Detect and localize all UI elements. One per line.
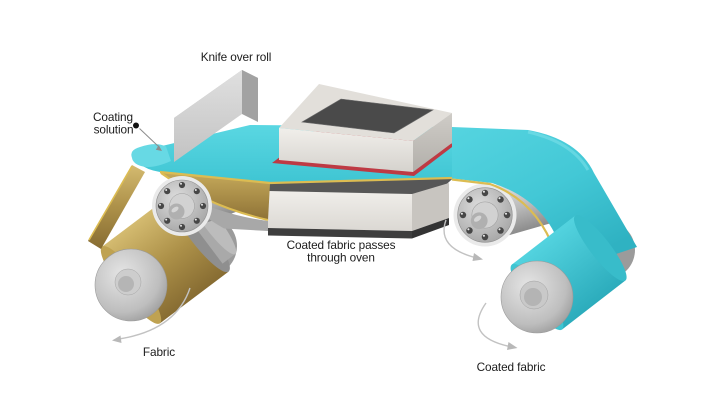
knife-side-face: [242, 70, 258, 122]
oven-top-front-face: [279, 128, 413, 172]
oven-bottom-base-right: [412, 218, 449, 239]
fabric-strip-edge: [88, 165, 133, 241]
coating-knife: [174, 70, 258, 162]
oven-bottom-base-front: [268, 228, 412, 239]
coated-fabric-label: Coated fabric: [477, 360, 546, 374]
knife-front-face: [174, 70, 242, 162]
rotation-arrows: [118, 219, 513, 348]
fabric-underside-edge: [159, 170, 453, 185]
guide-roller-rotation-arrow: [443, 219, 478, 259]
uncoated-fabric-strip: [88, 165, 145, 249]
coating-solution-label-line2: solution: [94, 123, 134, 137]
oven-bottom-right-face: [412, 183, 449, 231]
leader-dot: [133, 122, 139, 129]
arrowhead: [472, 253, 483, 261]
leader-arrowhead: [155, 145, 162, 151]
oven-caption-line1: Coated fabric passes: [287, 238, 396, 252]
oven-top-half: [279, 84, 452, 172]
takeup-roll: [500, 215, 627, 334]
fabric-label: Fabric: [143, 345, 175, 359]
arrowhead: [507, 342, 518, 350]
oven-top-panel: [301, 98, 434, 134]
oven-top-right-face: [413, 113, 452, 172]
annotations: Knife over roll Coating solution Coated …: [93, 50, 546, 374]
oven-bottom-front-face: [268, 191, 412, 231]
coating-solution-label-line1: Coating: [93, 110, 133, 124]
supply-roll-fabric-body: [102, 194, 229, 324]
arrowhead: [112, 335, 122, 343]
supply-roll-rotation-arrow: [118, 287, 191, 340]
oven-caption-line2: through oven: [307, 251, 375, 265]
coating-roll-flange: [151, 175, 213, 237]
leader-line: [139, 128, 160, 148]
knife-over-roll-label: Knife over roll: [201, 50, 272, 64]
takeup-roll-rotation-arrow: [477, 302, 513, 348]
